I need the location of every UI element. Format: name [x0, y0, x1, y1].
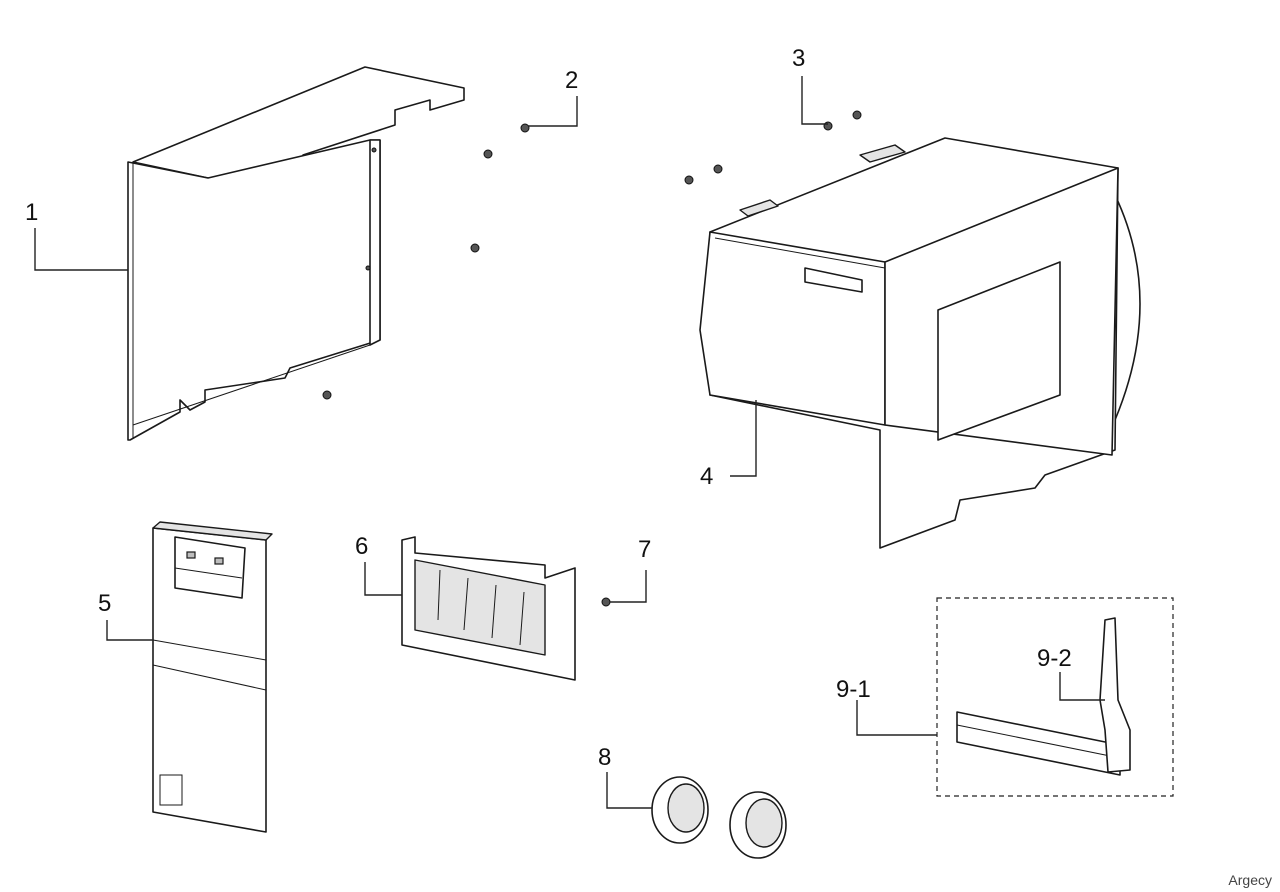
- part-6-tray: [401, 536, 576, 681]
- callout-5: 5: [98, 590, 111, 617]
- part-5-front-panel: [152, 521, 273, 833]
- callout-1: 1: [25, 199, 38, 226]
- part-4-media-cover: [699, 137, 1141, 549]
- part-7-screw: [601, 597, 611, 607]
- callout-9-1: 9-1: [836, 676, 871, 703]
- part-3-screws: [684, 110, 862, 185]
- part-9-assembly: [936, 597, 1174, 797]
- callout-3: 3: [792, 45, 805, 72]
- callout-4: 4: [700, 463, 713, 490]
- watermark: Argecy: [1228, 872, 1272, 888]
- leader-lines: [34, 76, 1105, 809]
- callout-8: 8: [598, 744, 611, 771]
- callout-6: 6: [355, 533, 368, 560]
- callout-7: 7: [638, 536, 651, 563]
- part-1-side-cover: [127, 66, 465, 441]
- part-8-rollers: [651, 776, 787, 859]
- callout-9-2: 9-2: [1037, 645, 1072, 672]
- part-2-screws: [322, 123, 530, 400]
- callout-2: 2: [565, 67, 578, 94]
